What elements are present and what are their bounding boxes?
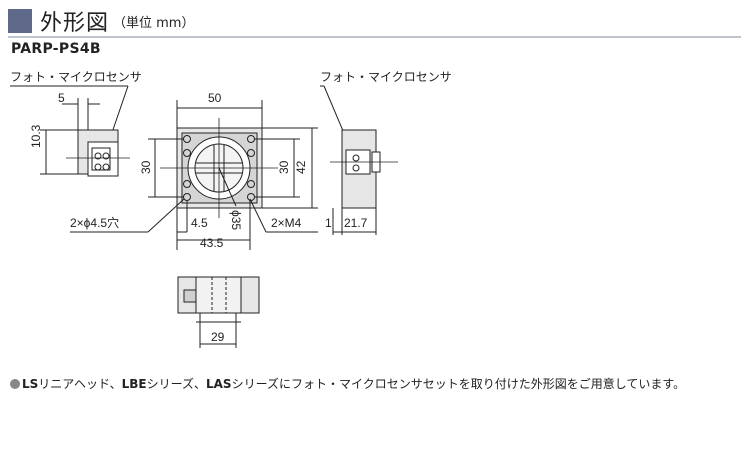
footnote-text-2: シリーズ、 — [146, 377, 206, 391]
dim-hole: 2×ϕ4.5穴 — [70, 215, 119, 230]
model-number: PARP-PS4B — [11, 41, 101, 57]
dim-29: 29 — [211, 330, 225, 344]
left-side-view: フォト・マイクロセンサ 5 10.3 — [10, 70, 142, 177]
dim-43-5: 43.5 — [200, 236, 224, 250]
sensor-label-left: フォト・マイクロセンサ — [10, 70, 142, 84]
dim-4-5: 4.5 — [191, 216, 208, 230]
front-view: 50 30 30 42 2×ϕ4.5穴 — [70, 91, 318, 250]
dim-30-right: 30 — [277, 160, 291, 174]
dim-42: 42 — [294, 160, 308, 174]
dimension-drawing: フォト・マイクロセンサ 5 10.3 50 — [10, 70, 452, 348]
dim-50: 50 — [208, 91, 222, 105]
unit-label: （単位 mm） — [113, 15, 195, 31]
page-title: 外形図 — [40, 11, 110, 36]
footnote-ls: LS — [22, 377, 39, 391]
bullet-icon — [10, 379, 20, 389]
dim-phi35: ϕ35 — [229, 210, 243, 230]
dim-30-left: 30 — [139, 160, 153, 174]
bottom-view: 29 — [177, 276, 260, 348]
header: 外形図 （単位 mm） — [8, 7, 195, 36]
footnote-text-3: シリーズにフォト・マイクロセンサセットを取り付けた外形図をご用意しています。 — [231, 377, 686, 391]
sensor-label-right: フォト・マイクロセンサ — [320, 70, 452, 84]
dim-21-7: 21.7 — [344, 216, 368, 230]
title-divider — [8, 36, 741, 38]
footnote-las: LAS — [205, 377, 232, 391]
title-marker — [8, 9, 32, 33]
footnote: LSリニアヘッド、LBEシリーズ、LASシリーズにフォト・マイクロセンサセットを… — [10, 375, 685, 392]
dim-m4: 2×M4 — [271, 216, 302, 230]
footnote-lbe: LBE — [121, 377, 147, 391]
dim-5: 5 — [58, 91, 65, 105]
dim-1: 1 — [325, 216, 332, 230]
right-side-view: フォト・マイクロセンサ 1 21.7 — [320, 70, 452, 235]
footnote-text-1: リニアヘッド、 — [38, 377, 122, 391]
dim-10-3: 10.3 — [29, 124, 43, 148]
